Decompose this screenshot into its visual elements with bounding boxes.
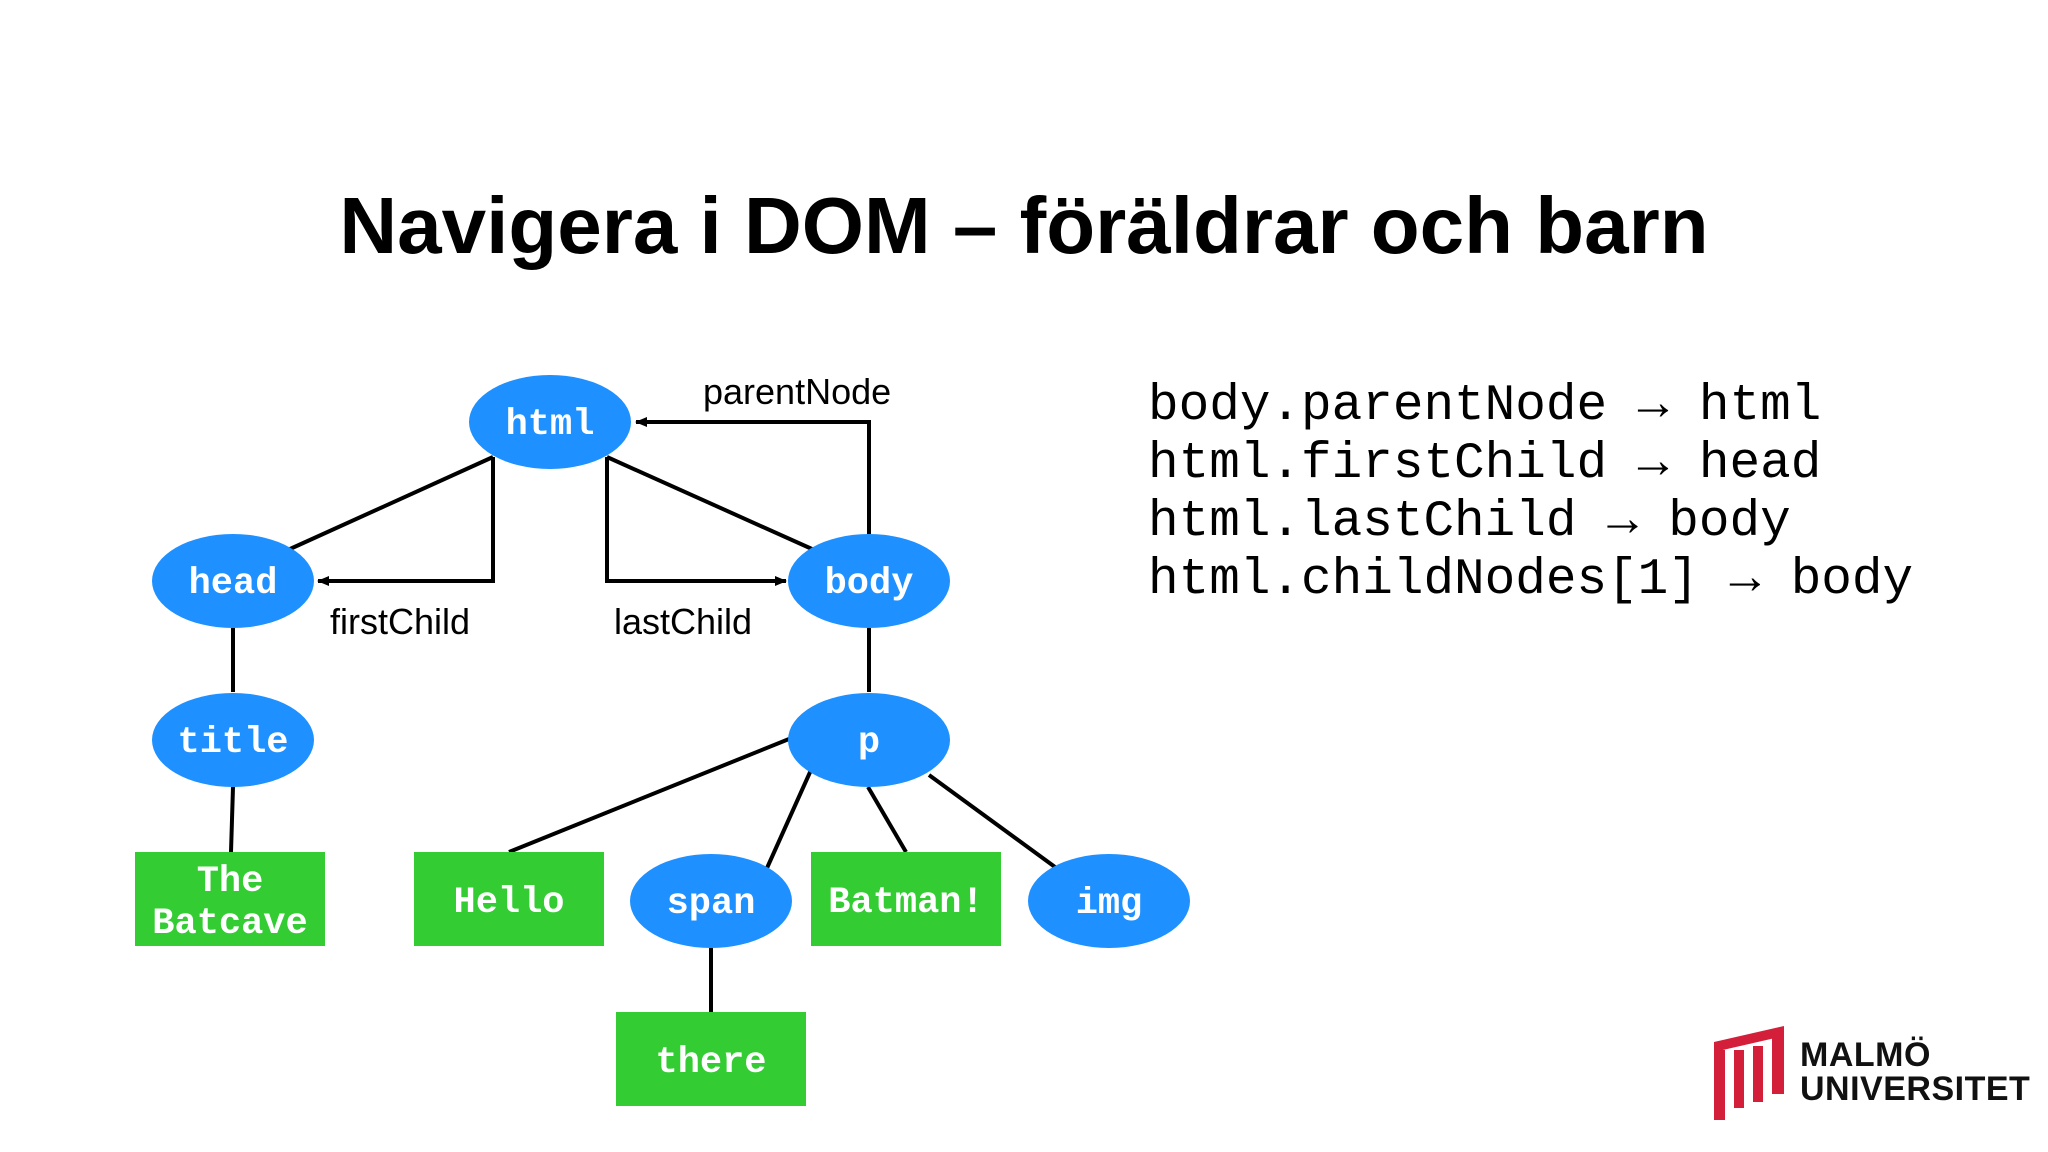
arrow-last-child	[605, 457, 787, 586]
arrow-label-last-child: lastChild	[614, 601, 752, 642]
edge-p-hello	[508, 737, 790, 854]
node-label: title	[177, 722, 288, 764]
edge-p-img	[927, 773, 1057, 869]
arrow-first-child	[317, 457, 495, 586]
node-span: span	[630, 854, 792, 948]
text-node-hello: Hello	[414, 852, 604, 946]
node-img: img	[1028, 854, 1190, 948]
node-label: there	[655, 1042, 766, 1084]
tree-edges	[229, 455, 1057, 1012]
arrow-label-first-child: firstChild	[330, 601, 470, 642]
malmo-universitet-logo: MALMÖ UNIVERSITET	[1710, 1020, 2030, 1120]
logo-line-1: MALMÖ	[1800, 1036, 1931, 1074]
text-node-batcave: The Batcave	[135, 852, 325, 946]
node-label: p	[858, 722, 880, 764]
navigation-arrows	[317, 417, 871, 586]
text-node-batman: Batman!	[811, 852, 1001, 946]
node-label-line2: Batcave	[152, 903, 307, 945]
code-line: html.firstChild → head	[1148, 436, 1822, 493]
node-p: p	[788, 693, 950, 787]
edge-html-head	[289, 455, 494, 551]
edge-p-batman	[866, 785, 908, 854]
logo-line-2: UNIVERSITET	[1800, 1070, 2031, 1108]
arrow-parent-node	[635, 417, 871, 534]
arrow-label-parent-node: parentNode	[703, 371, 891, 412]
edge-p-span	[765, 769, 813, 869]
slide-title: Navigera i DOM – föräldrar och barn	[339, 181, 1709, 270]
edge-title-batcave	[229, 786, 235, 853]
node-label: body	[825, 563, 914, 605]
code-line: body.parentNode → html	[1148, 378, 1822, 435]
node-label: span	[667, 883, 756, 925]
edge-html-body	[606, 455, 813, 551]
university-emblem-icon	[1714, 1026, 1784, 1120]
text-node-there: there	[616, 1012, 806, 1106]
logo-text: MALMÖ UNIVERSITET	[1800, 1038, 2030, 1106]
code-line: html.childNodes[1] → body	[1148, 552, 1914, 609]
node-head: head	[152, 534, 314, 628]
node-html: html	[469, 375, 631, 469]
node-label: html	[506, 404, 595, 446]
node-label-line1: The	[197, 861, 264, 903]
node-title: title	[152, 693, 314, 787]
node-body: body	[788, 534, 950, 628]
node-label: img	[1076, 883, 1143, 925]
node-label: head	[189, 563, 278, 605]
node-label: Batman!	[828, 882, 983, 924]
code-line: html.lastChild → body	[1148, 494, 1791, 551]
node-label: Hello	[453, 882, 564, 924]
